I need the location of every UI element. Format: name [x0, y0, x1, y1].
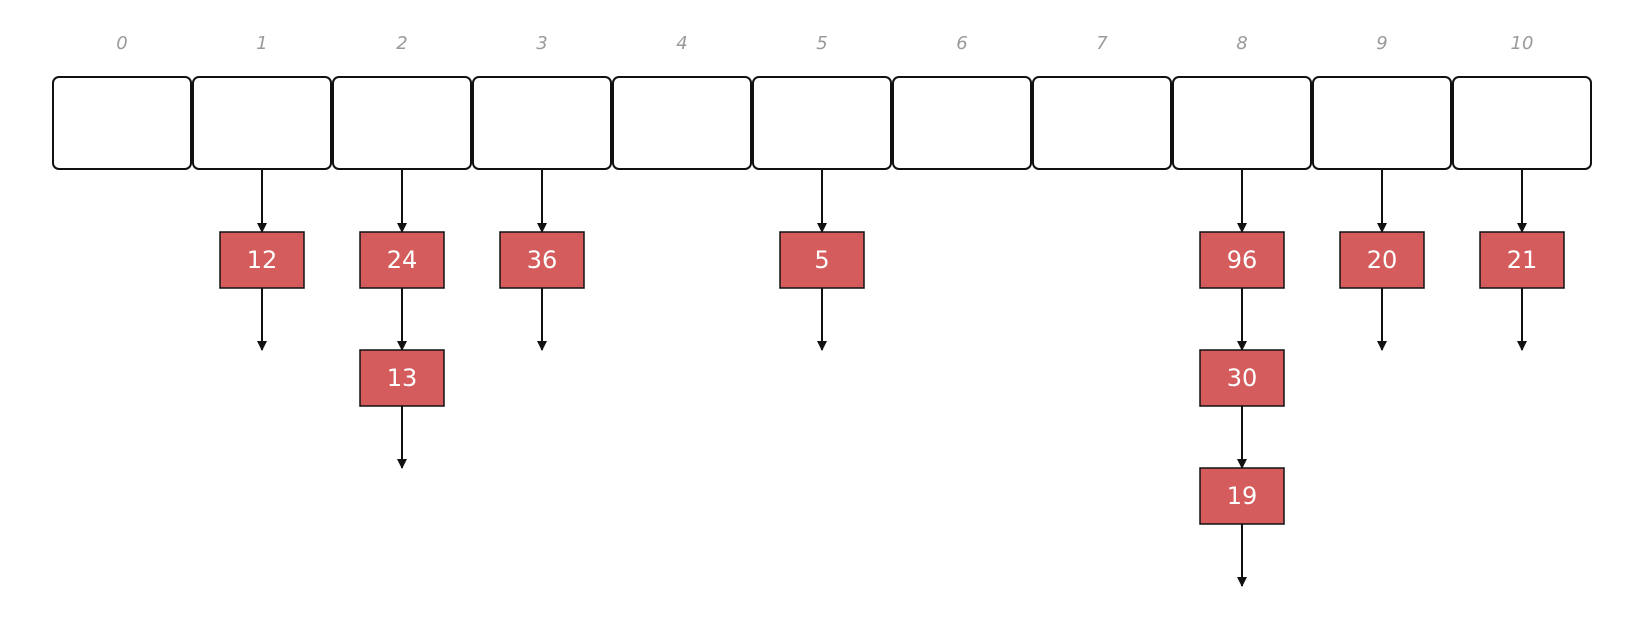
node-box — [1199, 231, 1285, 289]
chain-9: 20 — [1339, 231, 1425, 289]
node-box — [359, 231, 445, 289]
node-value: 30 — [1227, 364, 1258, 392]
node-value: 5 — [814, 246, 829, 274]
chain-nodes: 12 24 13 36 5 96 30 19 20 21 — [219, 231, 1565, 525]
node-box — [1199, 467, 1285, 525]
bucket-cell — [1452, 76, 1592, 170]
chain-node: 96 — [1199, 231, 1285, 289]
node-box — [1199, 349, 1285, 407]
bucket-cell — [1172, 76, 1312, 170]
node-box — [779, 231, 865, 289]
bucket-cell — [52, 76, 192, 170]
chain-node: 21 — [1479, 231, 1565, 289]
node-box — [499, 231, 585, 289]
bucket-index-label: 10 — [1511, 33, 1534, 54]
chain-10: 21 — [1479, 231, 1565, 289]
bucket-index-label: 1 — [256, 33, 267, 54]
chain-8: 96 30 19 — [1199, 231, 1285, 525]
bucket-10: 10 — [1452, 33, 1592, 170]
bucket-6: 6 — [892, 33, 1032, 170]
bucket-array: 0 1 2 3 4 5 6 7 8 9 10 — [52, 33, 1592, 170]
chain-node: 13 — [359, 349, 445, 407]
node-value: 21 — [1507, 246, 1538, 274]
bucket-3: 3 — [472, 33, 612, 170]
bucket-1: 1 — [192, 33, 332, 170]
bucket-8: 8 — [1172, 33, 1312, 170]
chain-links — [257, 169, 1527, 587]
bucket-cell — [472, 76, 612, 170]
bucket-index-label: 5 — [816, 33, 827, 54]
chain-node: 30 — [1199, 349, 1285, 407]
node-value: 13 — [387, 364, 418, 392]
bucket-7: 7 — [1032, 33, 1172, 170]
bucket-index-label: 0 — [116, 33, 127, 54]
bucket-9: 9 — [1312, 33, 1452, 170]
chain-3: 36 — [499, 231, 585, 289]
bucket-cell — [752, 76, 892, 170]
bucket-5: 5 — [752, 33, 892, 170]
bucket-cell — [892, 76, 1032, 170]
chain-1: 12 — [219, 231, 305, 289]
chain-node: 20 — [1339, 231, 1425, 289]
bucket-index-label: 6 — [956, 33, 967, 54]
chain-5: 5 — [779, 231, 865, 289]
chain-node: 5 — [779, 231, 865, 289]
bucket-cell — [1032, 76, 1172, 170]
bucket-0: 0 — [52, 33, 192, 170]
bucket-index-label: 4 — [676, 33, 687, 54]
node-value: 20 — [1367, 246, 1398, 274]
chain-node: 12 — [219, 231, 305, 289]
chain-node: 36 — [499, 231, 585, 289]
node-value: 19 — [1227, 482, 1258, 510]
chain-node: 24 — [359, 231, 445, 289]
chain-2: 24 13 — [359, 231, 445, 407]
chain-node: 19 — [1199, 467, 1285, 525]
bucket-index-label: 2 — [396, 33, 407, 54]
node-value: 12 — [247, 246, 278, 274]
bucket-cell — [192, 76, 332, 170]
node-box — [1339, 231, 1425, 289]
node-value: 96 — [1227, 246, 1258, 274]
node-box — [359, 349, 445, 407]
node-box — [1479, 231, 1565, 289]
node-value: 36 — [527, 246, 558, 274]
bucket-index-label: 7 — [1096, 33, 1108, 54]
bucket-cell — [332, 76, 472, 170]
bucket-index-label: 8 — [1236, 33, 1247, 54]
bucket-index-label: 3 — [536, 33, 547, 54]
bucket-4: 4 — [612, 33, 752, 170]
node-box — [219, 231, 305, 289]
node-value: 24 — [387, 246, 418, 274]
bucket-cell — [612, 76, 752, 170]
bucket-2: 2 — [332, 33, 472, 170]
bucket-cell — [1312, 76, 1452, 170]
bucket-index-label: 9 — [1376, 33, 1387, 54]
